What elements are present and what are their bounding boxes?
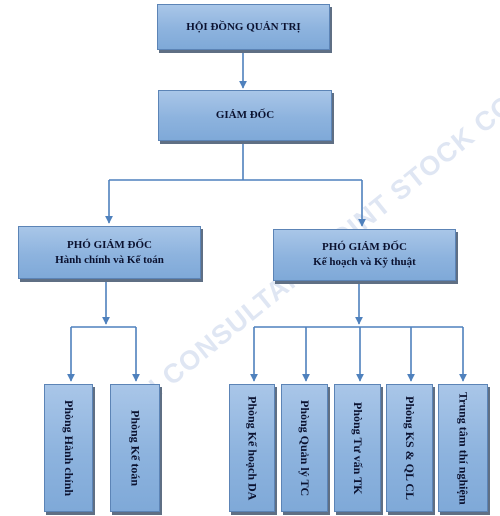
deputy-admin-title: PHÓ GIÁM ĐỐC <box>67 238 152 251</box>
dept-quality-box: Phòng KS & QL CL <box>386 384 433 512</box>
dept-admin-label: Phòng Hành chính <box>62 399 76 497</box>
board-label: HỘI ĐỒNG QUẢN TRỊ <box>186 20 301 33</box>
dept-planning-box: Phòng Kế hoạch DA <box>229 384 275 512</box>
dept-project-mgmt-box: Phòng Quản lý TC <box>281 384 328 512</box>
deputy-admin-box: PHÓ GIÁM ĐỐC Hành chính và Kế toán <box>18 226 201 279</box>
dept-project-mgmt-label: Phòng Quản lý TC <box>298 399 312 497</box>
dept-design-consult-label: Phòng Tư vấn TK <box>351 401 365 495</box>
deputy-admin-subtitle: Hành chính và Kế toán <box>55 253 164 266</box>
dept-design-consult-box: Phòng Tư vấn TK <box>334 384 381 512</box>
dept-planning-label: Phòng Kế hoạch DA <box>245 395 260 501</box>
director-box: GIÁM ĐỐC <box>158 90 332 141</box>
dept-quality-label: Phòng KS & QL CL <box>403 395 417 501</box>
dept-lab-box: Trung tâm thí nghiệm <box>438 384 488 512</box>
deputy-tech-subtitle: Kế hoạch và Kỹ thuật <box>313 256 416 268</box>
dept-accounting-label: Phòng Kế toán <box>128 409 143 486</box>
dept-accounting-box: Phòng Kế toán <box>110 384 160 512</box>
director-label: GIÁM ĐỐC <box>215 109 275 121</box>
deputy-tech-box: PHÓ GIÁM ĐỐC Kế hoạch và Kỹ thuật <box>273 229 456 281</box>
dept-admin-box: Phòng Hành chính <box>44 384 93 512</box>
dept-lab-label: Trung tâm thí nghiệm <box>456 391 471 505</box>
deputy-tech-title: PHÓ GIÁM ĐỐC <box>322 241 407 253</box>
board-box: HỘI ĐỒNG QUẢN TRỊ <box>157 4 330 50</box>
